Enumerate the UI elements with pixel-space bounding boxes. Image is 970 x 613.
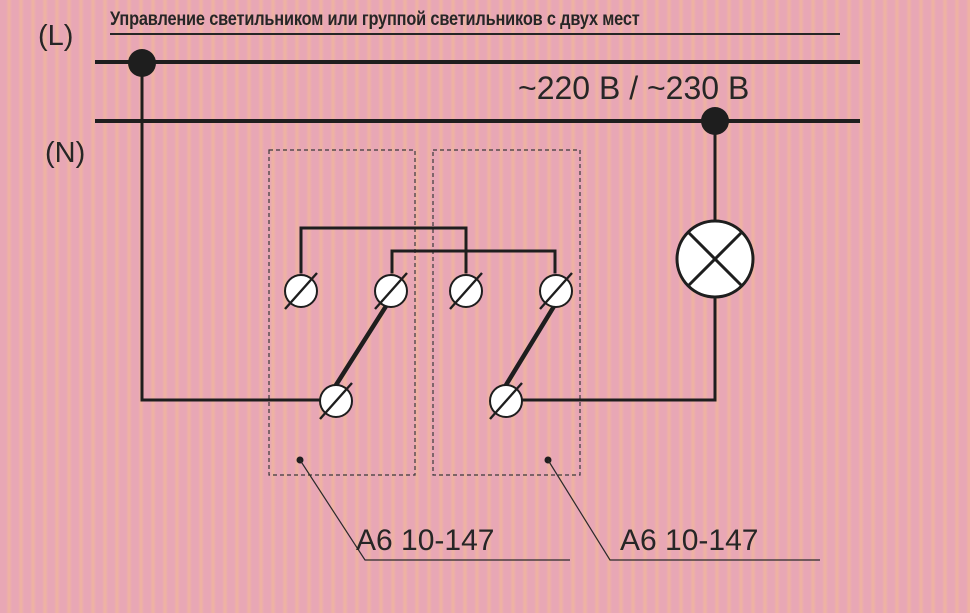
right-switch-housing bbox=[432, 149, 581, 476]
junction-dot-icon bbox=[128, 49, 156, 77]
screw-terminal-icon bbox=[284, 272, 318, 310]
left-switch-housing bbox=[268, 149, 416, 476]
screw-terminal-icon bbox=[539, 272, 573, 310]
screw-terminal-icon bbox=[489, 382, 523, 420]
screw-terminal-icon bbox=[319, 382, 353, 420]
lamp-return-wire bbox=[518, 298, 717, 402]
right-switch-part-label: А6 10-147 bbox=[620, 524, 759, 557]
left-callout-leader bbox=[299, 459, 570, 561]
right-switch-contact bbox=[503, 300, 559, 388]
traveler-wire-lower bbox=[390, 249, 557, 274]
left-switch-part-label: А6 10-147 bbox=[356, 524, 495, 557]
neutral-label: (N) bbox=[45, 137, 86, 169]
line-label: (L) bbox=[38, 20, 74, 52]
lamp-icon bbox=[675, 219, 755, 299]
title-underline bbox=[110, 33, 840, 35]
voltage-label: ~220 В / ~230 В bbox=[518, 70, 750, 106]
screw-terminal-icon bbox=[449, 272, 483, 310]
left-switch-contact bbox=[333, 300, 391, 388]
diagram-title: Управление светильником или группой свет… bbox=[110, 9, 640, 30]
screw-terminal-icon bbox=[374, 272, 408, 310]
right-callout-leader bbox=[547, 459, 820, 561]
junction-dot-icon bbox=[701, 107, 729, 135]
phase-feed-wire bbox=[140, 62, 320, 402]
